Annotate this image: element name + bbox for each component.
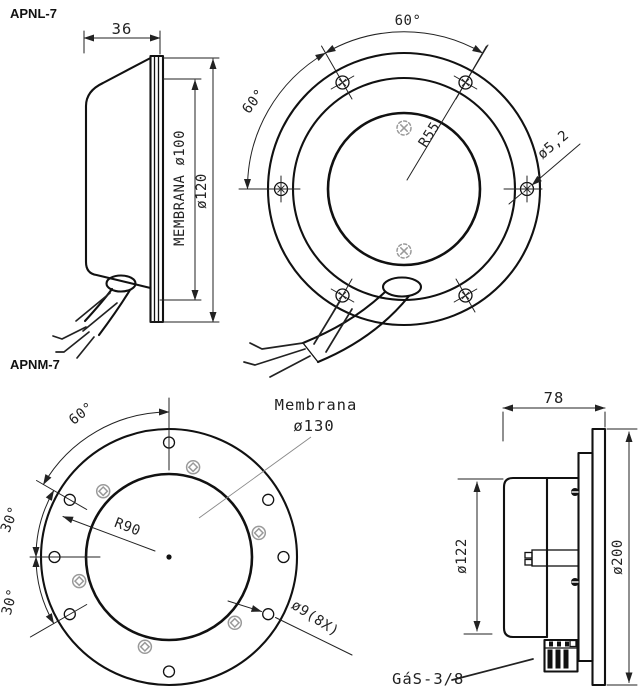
apnl7-angle-top-label: 60°	[395, 13, 422, 29]
apnm7-holes-leader-tail	[275, 617, 353, 656]
apnm7-membrane-label-line1: Membrana	[275, 396, 358, 414]
apnm7-angle60-label: 60°	[66, 399, 97, 428]
apnm7-screws	[71, 459, 267, 655]
apnl7-front-cable-break	[313, 300, 353, 353]
apnl7-cable-break-marks	[75, 292, 118, 332]
apnm7-terminal-block	[531, 549, 580, 567]
apnl7-bolt-radius-label: R55	[416, 119, 444, 150]
apnm7-membrane-label-line2: ø130	[293, 417, 334, 435]
apnm7-depth-label: 78	[544, 389, 565, 407]
apnl7-front-view	[238, 31, 581, 378]
apnm7-membrane-leader	[198, 436, 312, 519]
apnl7-hidden-screws	[396, 120, 412, 259]
apnm7-angle30-upper-label: 30°	[0, 504, 23, 535]
apnm7-flange-dia-label: ø200	[610, 539, 626, 575]
apnl7-grommet	[105, 274, 137, 293]
apnm7-basket-dia-label: ø122	[454, 538, 470, 574]
apnm7-rear-plate	[577, 451, 594, 663]
apnm7-cable-gland	[543, 638, 594, 673]
apnm7-thread-leader	[451, 658, 534, 681]
apnl7-title: APNL-7	[10, 6, 57, 21]
apnl7-hole-dia-label: ø5,2	[535, 127, 573, 162]
apnl7-cone-profile	[84, 56, 152, 290]
apnl7-angle-left-label: 60°	[239, 86, 268, 117]
apnm7-terminal-pin-2	[524, 558, 533, 566]
apnm7-flange-outline	[591, 427, 607, 687]
apnl7-flange-outline	[149, 54, 165, 324]
apnm7-angle30-upper-arc	[32, 490, 55, 558]
apnl7-angle-left-arc	[243, 52, 326, 190]
apnl7-membrane-circle	[291, 76, 517, 302]
apnl7-cable-bottom-edge	[97, 288, 132, 337]
apnm7-bolt-radius-leader	[62, 516, 156, 552]
apnl7-angle-top-arc	[325, 31, 483, 54]
apnl7-cone-circle	[326, 111, 482, 267]
apnl7-hole-crosshairs	[238, 45, 543, 313]
apnl7-front-cable-strands	[243, 342, 311, 378]
apnl7-front-cable-top	[301, 290, 387, 345]
apnl7-outer-flange-circle	[266, 51, 542, 327]
apnl7-cable-top-edge	[83, 287, 114, 323]
apnm7-title: APNM-7	[10, 357, 60, 372]
apnm7-angle30-lower-label: 30°	[0, 587, 21, 617]
apnm7-center-point	[166, 554, 172, 560]
apnm7-ext-upperleft	[36, 480, 88, 510]
apnm7-holes-leader-arrow	[227, 600, 262, 612]
apnm7-holes-label: ø9(8X)	[288, 597, 342, 640]
apnl7-cable-grommet-front	[381, 276, 423, 298]
apnl7-membrane-dim-label: MEMBRANA ø100	[172, 130, 188, 246]
apnl7-cable-wire-strands	[52, 326, 95, 359]
apnm7-side-view	[451, 404, 638, 687]
apnl7-side-view	[52, 30, 220, 359]
apnm7-angle30-lower-arc	[32, 556, 55, 624]
apnl7-front-cable-bottom	[316, 294, 411, 364]
apnm7-terminal-pin-1	[524, 551, 533, 559]
apnm7-front-view	[29, 397, 353, 687]
apnl7-depth-label: 36	[112, 20, 133, 38]
apnm7-bolt-radius-label: R90	[112, 515, 143, 540]
apnm7-basket-outline	[502, 476, 580, 639]
apnm7-ext-lowerleft	[29, 604, 88, 638]
apnl7-mounting-holes	[273, 75, 535, 303]
apnl7-hole-dia-leader-tail	[508, 193, 522, 205]
apnm7-thread-label: GáS-3/8	[392, 670, 464, 688]
apnl7-flange-dim-label: ø120	[194, 173, 210, 209]
apnl7-front-cable-jacket-end	[302, 342, 319, 363]
apnl7-hole-dia-leader	[531, 143, 581, 186]
apnl7-bolt-radius-leader	[406, 44, 489, 181]
apnm7-angle60-arc	[42, 408, 170, 485]
